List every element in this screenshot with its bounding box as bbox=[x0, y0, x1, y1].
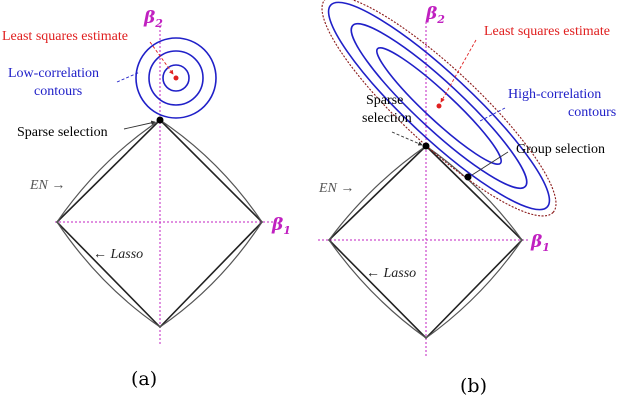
contour-a-outer bbox=[135, 37, 217, 119]
ls-point-b bbox=[436, 103, 442, 109]
group-point-b bbox=[464, 173, 472, 181]
panel-a: Least squares estimate Low-correlation c… bbox=[2, 8, 291, 390]
contours-label-a-2: contours bbox=[34, 84, 82, 99]
beta1-label-b: β1 bbox=[530, 232, 550, 254]
group-arrow-b bbox=[471, 151, 509, 176]
ls-label-a: Least squares estimate bbox=[2, 29, 128, 44]
en-region-b bbox=[328, 145, 523, 339]
sparse-arrow-b bbox=[391, 131, 423, 146]
sparse-point-a bbox=[156, 116, 164, 124]
beta2-label-a: β2 bbox=[143, 8, 163, 30]
caption-b: (b) bbox=[460, 375, 487, 397]
sparse-arrow-a bbox=[123, 120, 156, 130]
ls-point-a bbox=[173, 75, 179, 81]
contours-label-b-2: contours bbox=[568, 105, 616, 120]
beta2-label-b: β2 bbox=[425, 4, 445, 26]
ls-arrow-a bbox=[149, 41, 174, 75]
contour-b-outer bbox=[327, 1, 551, 211]
ls-arrow-b bbox=[440, 39, 477, 103]
lasso-label-a: ← Lasso bbox=[93, 247, 143, 262]
lasso-label-b: ← Lasso bbox=[366, 266, 416, 281]
caption-a: (a) bbox=[131, 368, 157, 390]
en-region-a bbox=[56, 119, 263, 328]
sparse-label-b-2: selection bbox=[362, 111, 412, 126]
contour-a-middle bbox=[148, 50, 204, 106]
panel-b: Least squares estimate High-correlation … bbox=[318, 0, 616, 397]
contours-arrow-a bbox=[116, 71, 141, 83]
sparse-label-a: Sparse selection bbox=[17, 125, 108, 140]
contours-label-a-1: Low-correlation bbox=[8, 66, 99, 81]
contour-b-inner bbox=[376, 47, 502, 165]
contour-b-middle bbox=[350, 22, 528, 190]
group-label-b: Group selection bbox=[516, 142, 605, 157]
beta1-label-a: β1 bbox=[271, 215, 291, 237]
contours-label-b-1: High-correlation bbox=[508, 87, 601, 102]
ls-label-b: Least squares estimate bbox=[484, 24, 610, 39]
en-label-b: EN → bbox=[318, 181, 354, 196]
sparse-point-b bbox=[422, 142, 430, 150]
contour-a-inner bbox=[162, 64, 190, 92]
ellipse-outline-b bbox=[321, 0, 557, 217]
en-label-a: EN → bbox=[29, 178, 65, 193]
sparse-label-b-1: Sparse bbox=[366, 93, 403, 108]
